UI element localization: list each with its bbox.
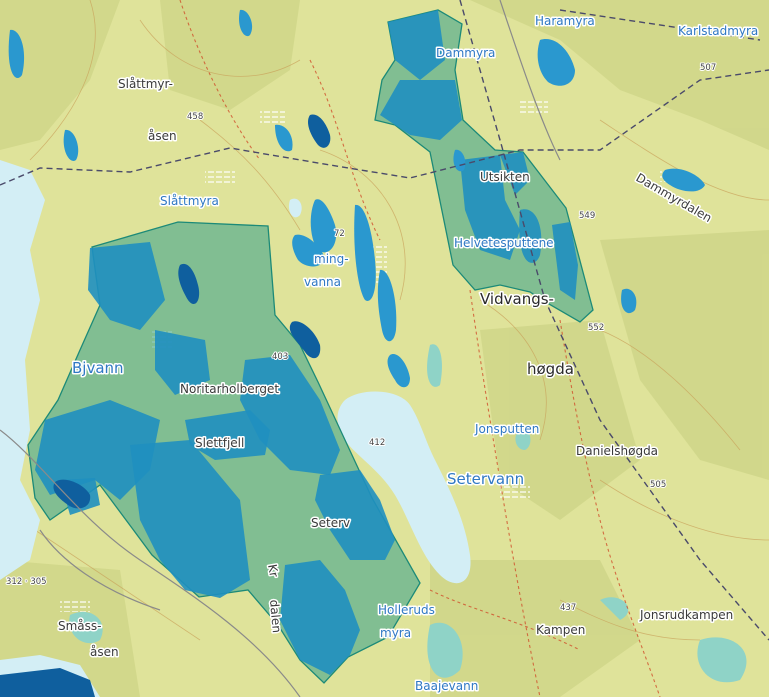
height-437: 437: [560, 603, 576, 613]
label-ming: ming-: [314, 252, 349, 266]
label-slattmyr: Slåttmyr-: [118, 77, 173, 91]
height-507: 507: [700, 63, 716, 73]
label-jonsputten: Jonsputten: [474, 422, 539, 436]
label-danielshogda: Danielshøgda: [576, 444, 658, 458]
label-slattmyra: Slåttmyra: [160, 194, 219, 208]
label-kr: Kr: [265, 563, 281, 578]
label-vidvangs: Vidvangs-: [480, 290, 554, 308]
wetlands-light: [69, 344, 747, 683]
ponds-blue: [8, 9, 705, 388]
roads: [0, 0, 561, 697]
lake-setervann: [337, 391, 471, 584]
label-utsikten: Utsikten: [480, 170, 530, 184]
trails: [179, 0, 661, 697]
label-slettfjell: Slettfjell: [195, 436, 244, 450]
label-vanna: vanna: [304, 275, 341, 289]
label-jonsrudkampen: Jonsrudkampen: [639, 608, 733, 622]
height-505: 505: [650, 480, 666, 490]
label-setervann: Setervann: [447, 470, 524, 488]
label-myra: myra: [380, 626, 411, 640]
label-noritarholberget: Noritarholberget: [180, 382, 279, 396]
label-karlstadmyra: Karlstadmyra: [678, 24, 758, 38]
height-72: 72: [334, 229, 345, 239]
label-aasen-bottom: åsen: [90, 645, 119, 659]
height-403: 403: [272, 352, 288, 362]
label-holleruds: Holleruds: [378, 603, 435, 617]
ponds-dark: [0, 114, 331, 697]
label-dammyra: Dammyra: [436, 46, 495, 60]
lake-bjvann: [0, 160, 45, 580]
label-smaass: Småss-: [58, 619, 102, 633]
height-312: 312 · 305: [6, 577, 47, 587]
label-dalen: dalen: [267, 599, 284, 633]
label-hogda: høgda: [527, 360, 574, 378]
label-kampen: Kampen: [536, 623, 585, 637]
height-549: 549: [579, 211, 595, 221]
label-aasen-top: åsen: [148, 129, 177, 143]
height-552: 552: [588, 323, 604, 333]
label-helvetesputtene: Helvetesputtene: [454, 236, 554, 250]
height-labels: 458 507 549 552 403 412 505 437 312 · 30…: [5, 62, 717, 614]
label-bjvann: Bjvann: [72, 359, 124, 377]
label-setervann-small: Seterv: [311, 516, 350, 530]
height-458: 458: [187, 112, 203, 122]
borders: [0, 0, 769, 641]
contour-lines: [19, 0, 769, 641]
height-412: 412: [369, 438, 385, 448]
label-haramyra: Haramyra: [535, 14, 595, 28]
label-baajevann: Baajevann: [415, 679, 478, 693]
